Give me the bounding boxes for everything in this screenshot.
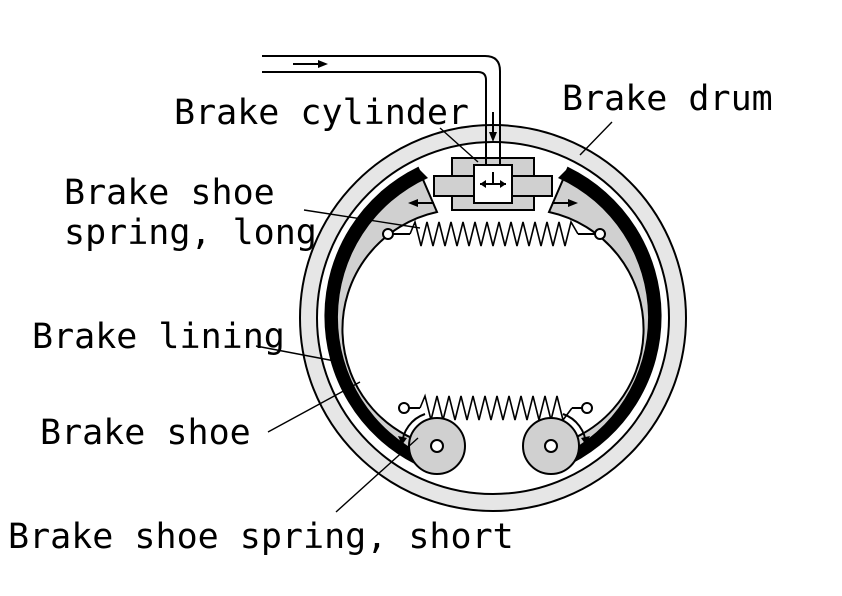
label-brake-shoe: Brake shoe [40,413,251,453]
label-brake-lining: Brake lining [32,317,285,357]
leader-lines [255,121,613,513]
label-brake-shoe-spring-short: Brake shoe spring, short [8,517,514,557]
brake-fluid-pipe [262,55,501,164]
brake-cylinder [433,157,553,211]
anchor-pin-left [398,413,466,475]
label-brake-cylinder: Brake cylinder [174,93,469,133]
brake-shoe-spring-short [398,393,593,422]
label-brake-shoe-spring-long-line1: Brake shoe [64,173,275,213]
anchor-pin-right [522,413,590,475]
label-brake-shoe-spring-long-line2: spring, long [64,213,317,253]
brake-lining-right [558,168,661,463]
brake-lining-left [325,168,428,463]
brake-shoe-spring-long [382,219,606,247]
label-brake-drum: Brake drum [562,79,773,119]
shoe-movement-arrows [408,199,578,207]
